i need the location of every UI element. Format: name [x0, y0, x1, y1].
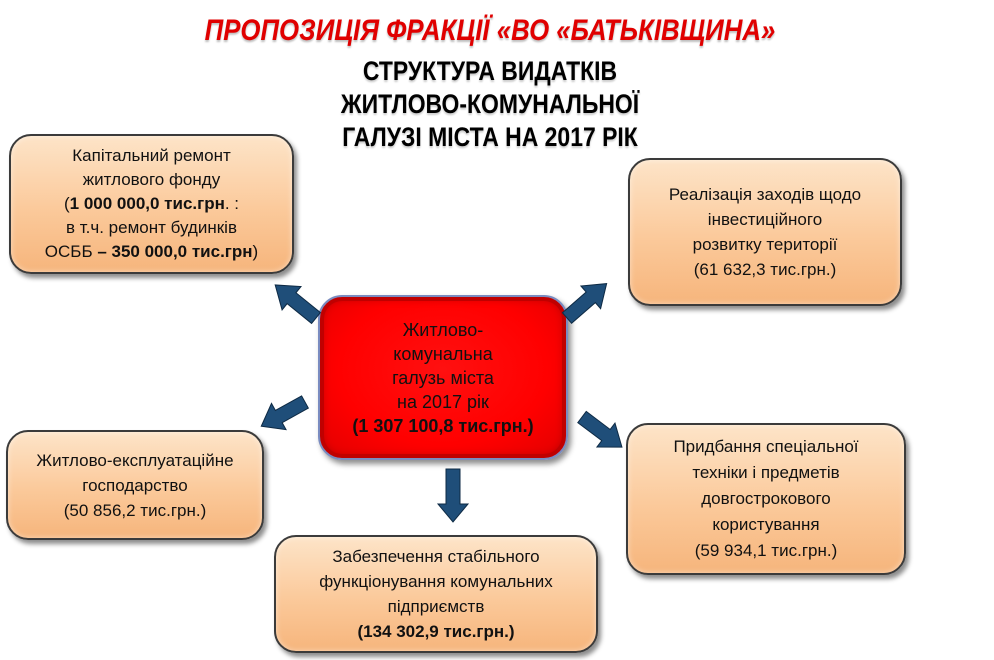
- node-housing-operation: Житлово-експлуатаційне господарство (50 …: [6, 430, 264, 540]
- subtitle-faction: ПРОПОЗИЦІЯ ФРАКЦІЇ «ВО «БАТЬКІВЩИНА»: [204, 14, 776, 47]
- node-capital-repair: Капітальний ремонт житлового фонду (1 00…: [9, 134, 294, 274]
- title-line-1: СТРУКТУРА ВИДАТКІВ: [362, 56, 618, 86]
- title-line-2: ЖИТЛОВО-КОМУНАЛЬНОЇ: [340, 89, 640, 119]
- title-line-3: ГАЛУЗІ МІСТА НА 2017 РІК: [342, 122, 638, 152]
- node-investment: Реалізація заходів щодо інвестиційного р…: [628, 158, 902, 306]
- node-utilities: Забезпечення стабільного функціонування …: [274, 535, 598, 653]
- node-center-total: Житлово- комунальна галузь міста на 2017…: [318, 295, 568, 460]
- page-title: СТРУКТУРА ВИДАТКІВ ЖИТЛОВО-КОМУНАЛЬНОЇ Г…: [312, 55, 669, 154]
- node-special-equipment: Придбання спеціальної техніки і предметі…: [626, 423, 906, 575]
